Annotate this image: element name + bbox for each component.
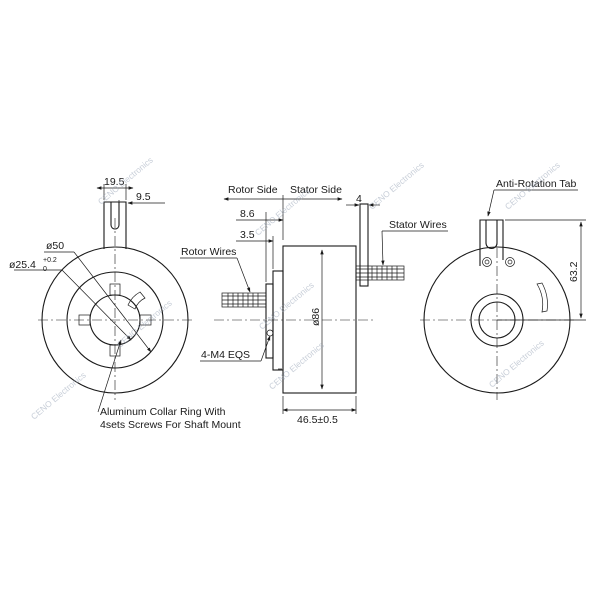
rear-wire-slot (536, 282, 548, 313)
stator-wires-bundle (355, 265, 405, 281)
dim-d86: ø86 (310, 308, 322, 326)
wire-slot (127, 291, 146, 310)
label-stator-side: Stator Side (290, 184, 342, 196)
dim-63-2: 63.2 (568, 261, 580, 282)
watermark: CENO Electronics (267, 340, 326, 392)
dim-length: 46.5±0.5 (297, 414, 338, 426)
label-rotor-wires: Rotor Wires (181, 246, 236, 258)
collar-note-line2: 4sets Screws For Shaft Mount (100, 419, 241, 431)
dim-d50: ø50 (46, 240, 64, 252)
dim-8-6: 8.6 (240, 208, 255, 220)
watermark: CENO Electronics (29, 370, 88, 422)
collar-screws (78, 283, 152, 357)
back-view (420, 189, 586, 400)
dim-4: 4 (356, 193, 362, 205)
front-view (14, 184, 192, 413)
dim-19-5: 19.5 (104, 176, 125, 188)
watermarks: CENO Electronics CENO Electronics CENO E… (29, 155, 562, 422)
anti-rotation-tab (103, 201, 127, 249)
collar-note-line1: Aluminum Collar Ring With (100, 406, 226, 418)
side-view (180, 195, 448, 414)
stator-tab (359, 203, 369, 287)
rotor-wires-bundle (221, 292, 267, 308)
label-screws: 4-M4 EQS (201, 349, 250, 361)
label-anti-rotation-tab: Anti-Rotation Tab (496, 178, 577, 190)
rear-tab (479, 219, 504, 266)
dim-9-5: 9.5 (136, 191, 151, 203)
dim-tolerance-plus: +0.2 (43, 257, 57, 264)
rotor-flange (272, 270, 284, 371)
dim-3-5: 3.5 (240, 229, 255, 241)
label-rotor-side: Rotor Side (228, 184, 278, 196)
label-stator-wires: Stator Wires (389, 219, 447, 231)
watermark: CENO Electronics (367, 160, 426, 212)
watermark: CENO Electronics (115, 298, 174, 350)
dim-tolerance-minus: 0 (43, 266, 47, 273)
dim-d25-4: ø25.4 (9, 259, 36, 271)
